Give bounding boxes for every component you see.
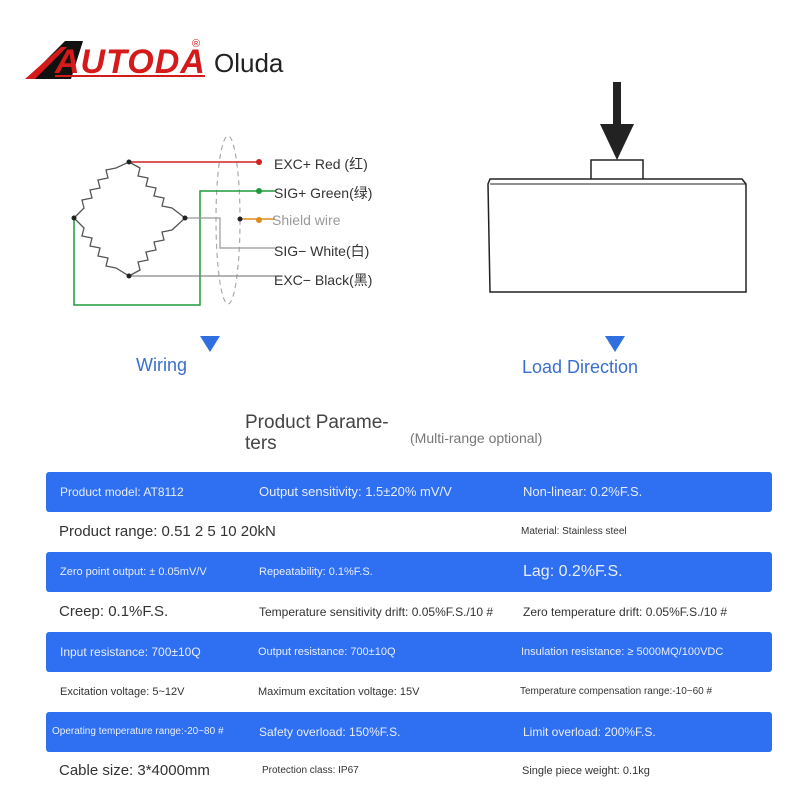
load-arrow-icon xyxy=(600,124,634,160)
param-cell: Cable size: 3*4000mm xyxy=(59,762,210,779)
endpoint-shield xyxy=(256,217,262,223)
param-cell: Input resistance: 700±10Q xyxy=(60,645,201,659)
param-cell: Maximum excitation voltage: 15V xyxy=(258,686,420,698)
logo-text: AUTODA xyxy=(54,43,206,81)
wiring-diagram xyxy=(71,135,275,306)
endpoint-red xyxy=(256,159,262,165)
param-cell: Creep: 0.1%F.S. xyxy=(59,603,169,620)
resistor-bottom-right xyxy=(128,217,186,277)
label-shield: Shield wire xyxy=(272,212,341,228)
param-cell: Product model: AT8112 xyxy=(60,485,184,499)
param-row-1: Product model: AT8112 Output sensitivity… xyxy=(46,472,772,512)
logo-underline xyxy=(55,75,205,77)
node-bottom xyxy=(126,273,132,279)
param-cell: Excitation voltage: 5~12V xyxy=(60,686,185,698)
node-left xyxy=(71,215,77,221)
registered-mark: ® xyxy=(192,38,200,50)
load-cell-body xyxy=(487,178,747,293)
param-cell: Non-linear: 0.2%F.S. xyxy=(523,484,643,499)
label-sig-minus: SIG− White(白) xyxy=(274,243,370,259)
param-cell: Material: Stainless steel xyxy=(521,526,627,537)
param-cell: Temperature sensitivity drift: 0.05%F.S.… xyxy=(259,605,494,619)
param-cell: Temperature compensation range:-10~60 # xyxy=(520,686,713,697)
param-cell: Lag: 0.2%F.S. xyxy=(523,563,623,580)
param-cell: Zero point output: ± 0.05mV/V xyxy=(60,566,207,578)
logo-swoosh-red xyxy=(25,47,67,79)
param-row-3: Zero point output: ± 0.05mV/V Repeatabil… xyxy=(46,552,772,592)
resistor-top-right xyxy=(128,161,186,219)
param-cell: Output sensitivity: 1.5±20% mV/V xyxy=(259,484,452,499)
param-cell: Protection class: IP67 xyxy=(262,765,359,776)
node-top xyxy=(126,159,132,165)
wire-endpoints xyxy=(256,159,262,223)
wiring-down-arrow-icon xyxy=(200,336,220,352)
label-sig-plus: SIG+ Green(绿) xyxy=(274,185,373,201)
param-row-8: Cable size: 3*4000mm Protection class: I… xyxy=(46,751,772,791)
param-cell: Insulation resistance: ≥ 5000MQ/100VDC xyxy=(521,646,724,658)
param-cell: Zero temperature drift: 0.05%F.S./10 # xyxy=(523,605,728,619)
wire-sig-plus xyxy=(73,190,275,306)
param-cell: Output resistance: 700±10Q xyxy=(258,646,396,658)
param-cell: Product range: 0.51 2 5 10 20kN xyxy=(59,523,276,540)
label-exc-plus: EXC+ Red (红) xyxy=(274,156,368,172)
param-cell: Repeatability: 0.1%F.S. xyxy=(259,566,373,578)
endpoint-green xyxy=(256,188,262,194)
param-row-6: Excitation voltage: 5~12V Maximum excita… xyxy=(46,672,772,712)
param-cell: Operating temperature range:-20~80 # xyxy=(52,726,224,737)
autoda-logo: AUTODA ® xyxy=(25,38,206,81)
wire-sig-minus xyxy=(185,217,275,249)
load-down-arrow-icon xyxy=(605,336,625,352)
params-note: (Multi-range optional) xyxy=(410,430,543,446)
load-arrow-shaft xyxy=(613,82,621,126)
resistor-bottom-left xyxy=(73,217,130,277)
param-cell: Single piece weight: 0.1kg xyxy=(522,765,650,777)
params-title: Product Parame- ters xyxy=(245,412,389,454)
param-row-4: Creep: 0.1%F.S. Temperature sensitivity … xyxy=(46,592,772,632)
resistor-top-left xyxy=(73,161,130,219)
load-cell-button xyxy=(590,159,644,181)
brand-subtitle: Oluda xyxy=(214,48,284,78)
param-cell: Safety overload: 150%F.S. xyxy=(259,725,401,739)
param-row-5: Input resistance: 700±10Q Output resista… xyxy=(46,632,772,672)
load-direction-diagram xyxy=(487,82,747,293)
load-caption: Load Direction xyxy=(522,357,639,377)
param-row-7: Operating temperature range:-20~80 # Saf… xyxy=(46,712,772,752)
param-cell: Limit overload: 200%F.S. xyxy=(523,725,656,739)
node-shield xyxy=(237,216,243,222)
param-row-2: Product range: 0.51 2 5 10 20kN Material… xyxy=(46,512,772,552)
label-exc-minus: EXC− Black(黑) xyxy=(274,272,373,288)
node-right xyxy=(182,215,188,221)
wiring-caption: Wiring xyxy=(136,355,188,375)
